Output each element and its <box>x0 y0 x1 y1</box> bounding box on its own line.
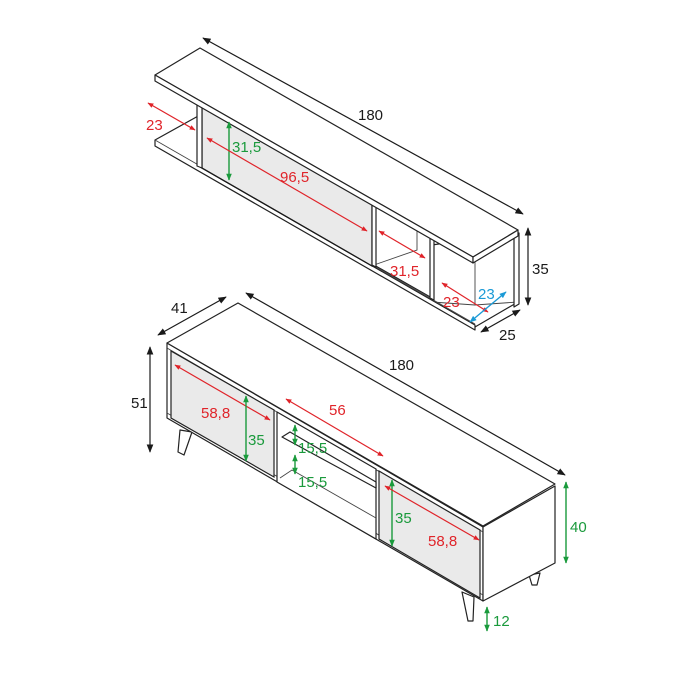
leg-back-right <box>528 572 541 586</box>
dim-depth-label: 25 <box>499 327 516 344</box>
dim-right-door-height-label: 35 <box>395 510 412 527</box>
leg-front-right <box>461 591 475 622</box>
top-board-side-edge <box>472 229 519 264</box>
dim-right-door-width-line <box>384 485 480 541</box>
dim-width-line <box>202 37 524 215</box>
dim-right-width-label: 23 <box>443 294 460 311</box>
dim-left-door-width-label: 58,8 <box>201 405 230 422</box>
dim-width-line <box>245 292 566 476</box>
dim-left-depth-line <box>147 102 196 131</box>
dim-middle-width-line <box>378 230 426 259</box>
dim-body-height-label: 40 <box>570 519 587 536</box>
tv-unit-side <box>482 485 556 602</box>
dim-height-label: 51 <box>131 395 148 412</box>
dim-door-width-label: 96,5 <box>280 169 309 186</box>
dim-right-door-width-label: 58,8 <box>428 533 457 550</box>
tv-unit-dimensions: 41 180 51 58,8 35 56 15,5 15,5 35 58,8 4… <box>131 292 587 632</box>
middle-divider <box>371 201 377 268</box>
dim-door-height-label: 31,5 <box>232 139 261 156</box>
dim-leg-height-label: 12 <box>493 613 510 630</box>
dim-upper-shelf-label: 15,5 <box>298 440 327 457</box>
dim-depth-label: 41 <box>171 300 188 317</box>
wall-shelf-drawing <box>154 47 520 331</box>
dim-left-door-height-label: 35 <box>248 432 265 449</box>
dim-right-depth-label: 23 <box>478 286 495 303</box>
left-divider <box>196 101 203 169</box>
dim-middle-width-label: 56 <box>329 402 346 419</box>
leg-front-left <box>177 429 193 456</box>
dim-lower-shelf-label: 15,5 <box>298 474 327 491</box>
dim-left-door-width-line <box>174 364 271 421</box>
dim-width-label: 180 <box>358 107 383 124</box>
dim-door-width-line <box>206 137 368 232</box>
right-end-panel <box>513 232 520 308</box>
dim-middle-width-label: 31,5 <box>390 263 419 280</box>
dim-width-label: 180 <box>389 357 414 374</box>
tv-unit-drawing <box>166 302 556 622</box>
right-divider <box>429 234 435 301</box>
dim-left-depth-label: 23 <box>146 117 163 134</box>
dim-height-label: 35 <box>532 261 549 278</box>
dim-middle-width-line <box>285 398 384 457</box>
dim-depth-line <box>157 296 227 336</box>
